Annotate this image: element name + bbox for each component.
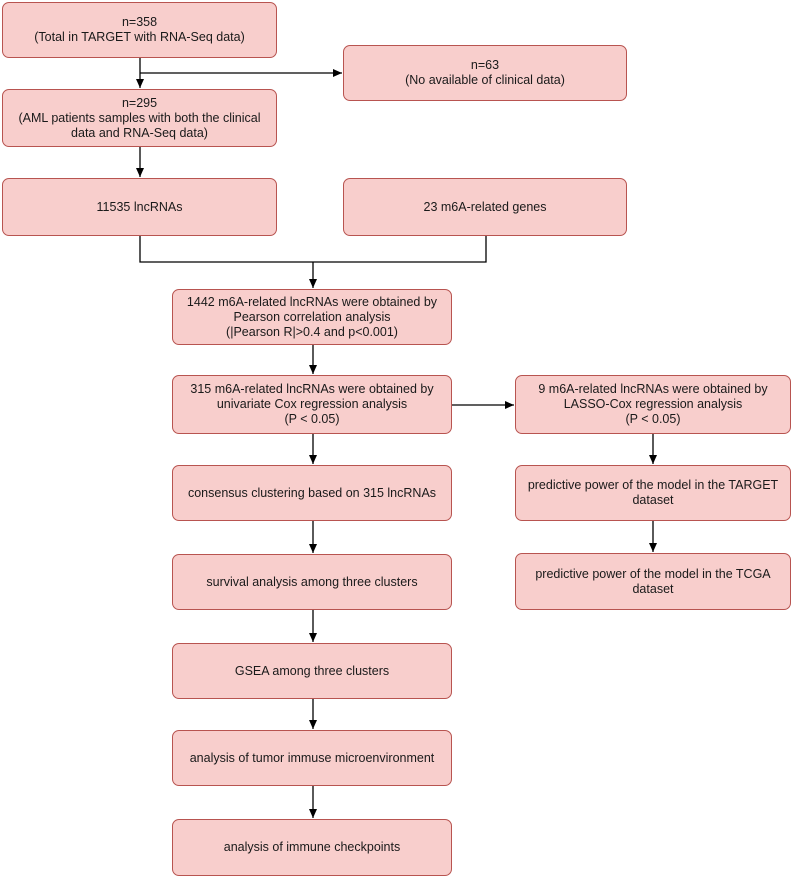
connector-lncrnas-merge [139, 236, 487, 263]
node-gsea: GSEA among three clusters [172, 643, 452, 699]
node-pearson-correlation: 1442 m6A-related lncRNAs were obtained b… [172, 289, 452, 345]
node-survival-analysis: survival analysis among three clusters [172, 554, 452, 610]
node-no-clinical-data: n=63 (No available of clinical data) [343, 45, 627, 101]
node-total-samples: n=358 (Total in TARGET with RNA-Seq data… [2, 2, 277, 58]
node-tumor-microenvironment: analysis of tumor immuse microenvironmen… [172, 730, 452, 786]
node-tcga-predictive-power: predictive power of the model in the TCG… [515, 553, 791, 610]
node-univariate-cox: 315 m6A-related lncRNAs were obtained by… [172, 375, 452, 434]
node-consensus-clustering: consensus clustering based on 315 lncRNA… [172, 465, 452, 521]
node-immune-checkpoints: analysis of immune checkpoints [172, 819, 452, 876]
node-target-predictive-power: predictive power of the model in the TAR… [515, 465, 791, 521]
node-lasso-cox: 9 m6A-related lncRNAs were obtained by L… [515, 375, 791, 434]
node-lncrnas: 11535 lncRNAs [2, 178, 277, 236]
node-m6a-genes: 23 m6A-related genes [343, 178, 627, 236]
node-aml-patients: n=295 (AML patients samples with both th… [2, 89, 277, 147]
